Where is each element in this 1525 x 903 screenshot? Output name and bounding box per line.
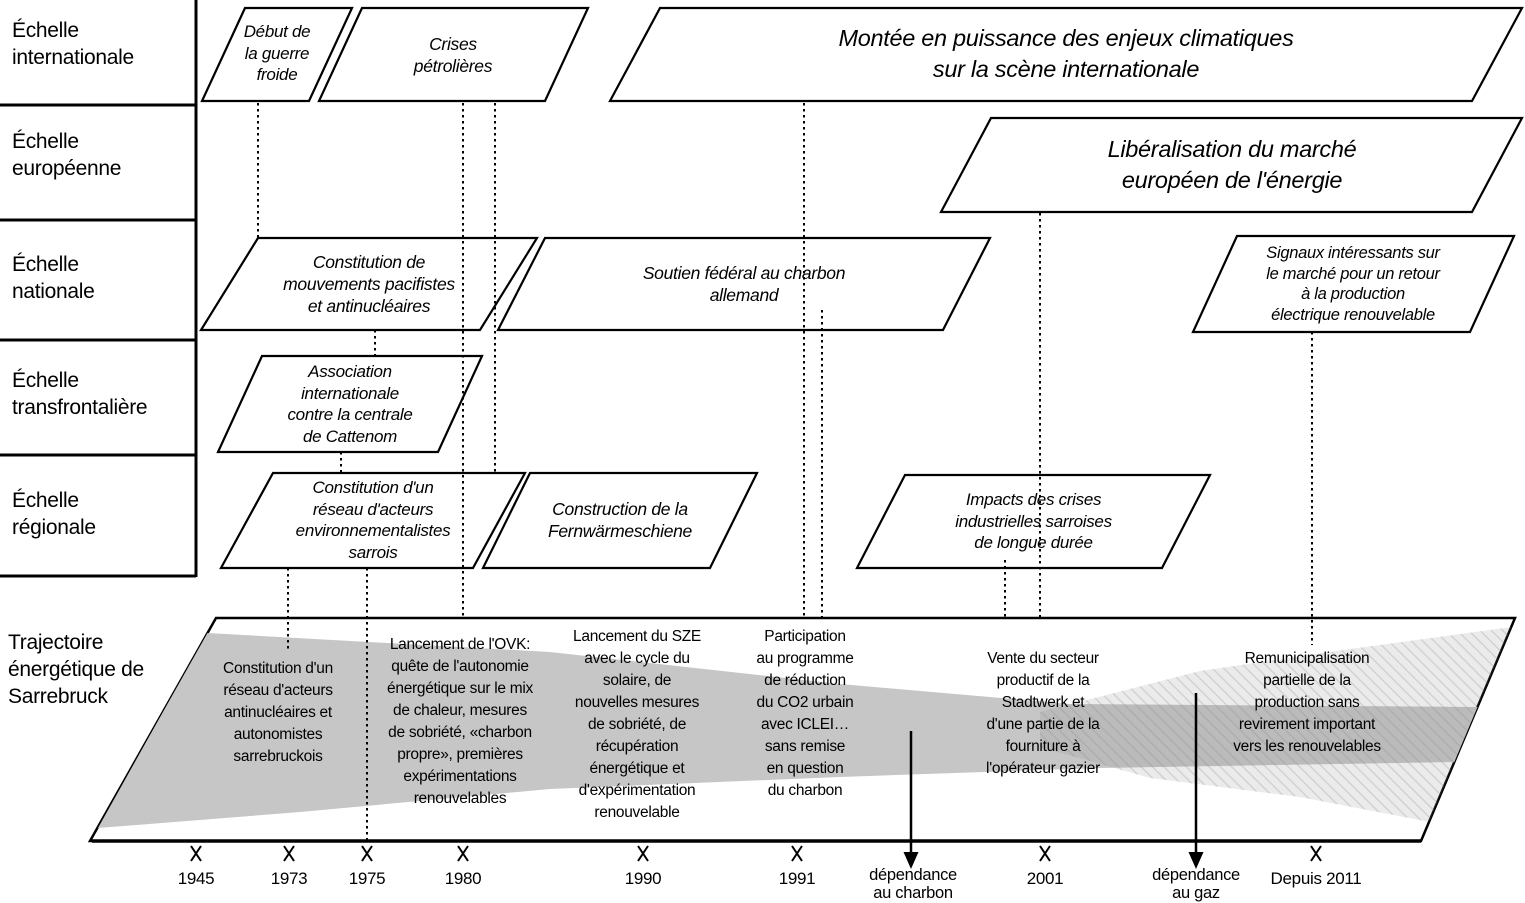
tick-1973 <box>283 845 295 862</box>
event-text-cold-war: Début de la guerre froide <box>243 22 311 84</box>
tick-1990 <box>637 845 649 862</box>
dotted-connectors <box>257 103 1313 841</box>
event-text-network: Constitution d'un réseau d'acteurs envir… <box>295 478 451 562</box>
tick-1980 <box>457 845 469 862</box>
coal-band <box>98 633 1478 828</box>
year-label-1975: 1975 <box>348 869 386 888</box>
event-box-oil-crises <box>317 6 590 103</box>
phase-text-1: Constitution d'un réseau d'acteurs antin… <box>223 660 333 765</box>
event-text-climate: Montée en puissance des enjeux climatiqu… <box>838 25 1294 82</box>
event-box-network <box>219 471 527 570</box>
event-text-fernwaerme: Construction de la Fernwärmeschiene <box>547 499 692 541</box>
phase-text-3: Lancement du SZE avec le cycle du solair… <box>573 628 701 821</box>
year-label-1990: 1990 <box>624 869 662 888</box>
scale-label-national: Échelle nationale <box>12 253 95 303</box>
event-box-pacifist <box>199 236 539 332</box>
scale-label-international: Échelle internationale <box>12 19 134 69</box>
event-box-impacts <box>855 473 1212 570</box>
tick-1991 <box>791 845 803 862</box>
event-text-cattenom: Association internationale contre la cen… <box>287 362 413 446</box>
phase-text-6: Remunicipalisation partielle de la produ… <box>1233 650 1381 755</box>
gas-dependency-arrowhead <box>1188 852 1204 869</box>
year-label-2001: 2001 <box>1026 869 1064 888</box>
year-label-1991: 1991 <box>778 869 816 888</box>
event-box-coal-support <box>496 236 992 332</box>
tick-1945 <box>190 845 202 862</box>
phase-text-4: Participation au programme de réduction … <box>756 628 854 799</box>
event-box-climate <box>608 6 1524 103</box>
scale-label-regional: Échelle régionale <box>12 489 96 539</box>
event-box-liberalization <box>939 116 1524 214</box>
year-label-1980: 1980 <box>444 869 482 888</box>
scale-grid-lines <box>0 0 198 578</box>
year-label-1973: 1973 <box>270 869 308 888</box>
event-text-impacts: Impacts des crises industrielles sarrois… <box>955 490 1112 552</box>
event-box-signals <box>1191 234 1516 334</box>
event-text-pacifist: Constitution de mouvements pacifistes et… <box>283 252 455 316</box>
dependency-arrows <box>903 693 1204 869</box>
trajectory-row-label: Trajectoire énergétique de Sarrebruck <box>8 631 144 708</box>
year-label-1945: 1945 <box>177 869 215 888</box>
phase-text-5: Vente du secteur productif de la Stadtwe… <box>986 650 1100 777</box>
event-text-signals: Signaux intéressants sur le marché pour … <box>1266 244 1440 324</box>
tick-2011 <box>1310 845 1322 862</box>
event-text-coal-support: Soutien fédéral au charbon allemand <box>642 263 846 305</box>
tick-1975 <box>361 845 373 862</box>
event-box-fernwaerme <box>481 471 759 570</box>
year-label-2011: Depuis 2011 <box>1270 869 1362 888</box>
marker-gas-dependency: dépendance au gaz <box>1152 866 1240 902</box>
renewables-hatched-band <box>1040 627 1512 822</box>
marker-coal-dependency: dépendance au charbon <box>869 866 957 902</box>
scale-label-transborder: Échelle transfrontalière <box>12 369 148 419</box>
year-ticks <box>190 845 1322 862</box>
scale-label-european: Échelle européenne <box>12 130 122 180</box>
event-text-oil-crises: Crises pétrolières <box>413 34 493 76</box>
event-box-cold-war <box>200 6 354 103</box>
event-box-cattenom <box>216 354 484 454</box>
event-text-liberalization: Libéralisation du marché européen de l'é… <box>1107 136 1357 193</box>
phase-text-2: Lancement de l'OVK: quête de l'autonomie… <box>387 636 533 807</box>
tick-2001 <box>1039 845 1051 862</box>
coal-dependency-arrowhead <box>903 852 919 869</box>
